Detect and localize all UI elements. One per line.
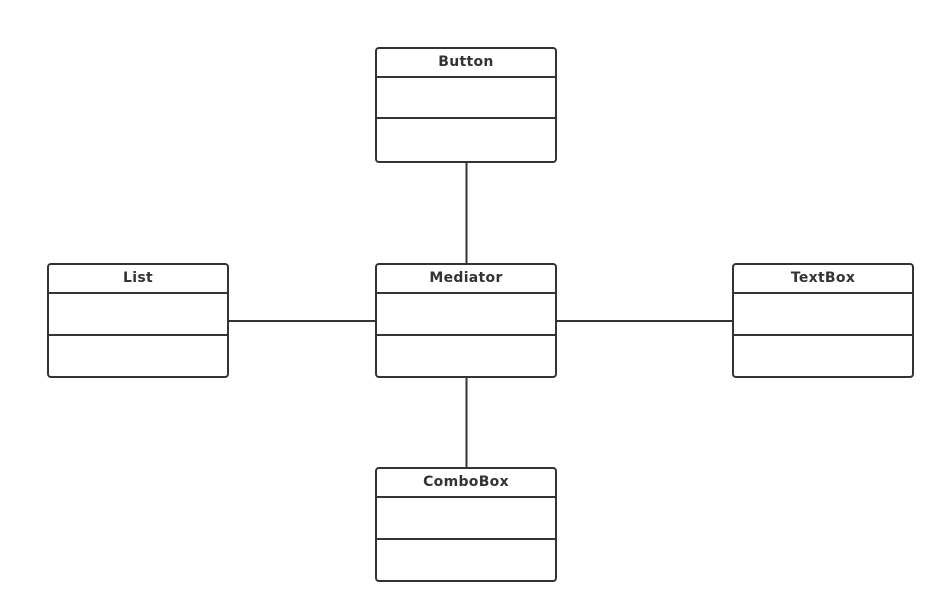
class-box-list[interactable]: List [47, 263, 229, 378]
attributes-compartment [377, 294, 555, 336]
class-box-mediator[interactable]: Mediator [375, 263, 557, 378]
operations-compartment [49, 336, 227, 374]
operations-compartment [377, 336, 555, 374]
operations-compartment [734, 336, 912, 374]
class-name: Mediator [377, 265, 555, 294]
class-name: Button [377, 49, 555, 78]
class-box-combobox[interactable]: ComboBox [375, 467, 557, 582]
class-name: ComboBox [377, 469, 555, 498]
class-name: List [49, 265, 227, 294]
class-name: TextBox [734, 265, 912, 294]
attributes-compartment [377, 78, 555, 119]
attributes-compartment [377, 498, 555, 540]
operations-compartment [377, 540, 555, 578]
attributes-compartment [49, 294, 227, 336]
class-box-textbox[interactable]: TextBox [732, 263, 914, 378]
attributes-compartment [734, 294, 912, 336]
class-box-button[interactable]: Button [375, 47, 557, 163]
operations-compartment [377, 119, 555, 161]
